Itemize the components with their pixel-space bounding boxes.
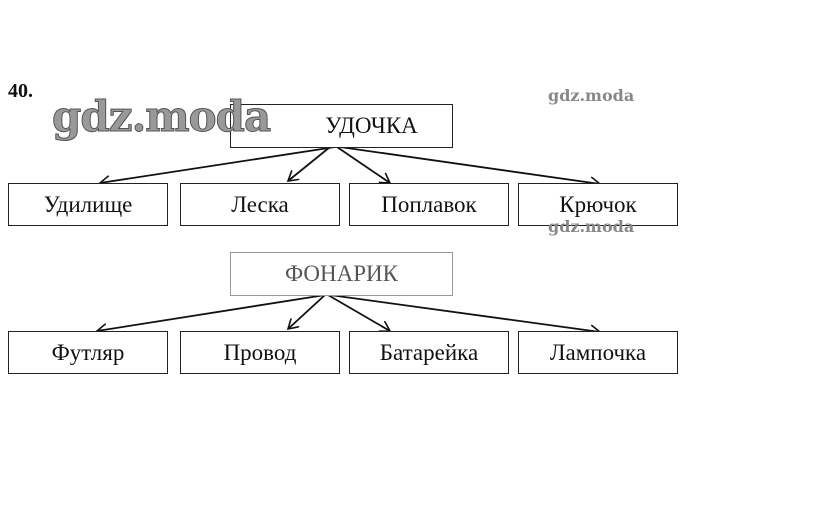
child-box: Лампочка <box>518 331 678 374</box>
arrow <box>329 294 600 332</box>
arrow <box>336 146 390 183</box>
child-box: Крючок <box>518 183 678 226</box>
arrow <box>327 294 390 331</box>
arrow <box>100 146 336 183</box>
watermark: gdz.moda <box>51 92 271 142</box>
arrow <box>288 146 331 181</box>
root-box-fonarik: ФОНАРИК <box>230 252 453 296</box>
watermark: gdz.moda <box>548 217 635 236</box>
child-box: Удилище <box>8 183 168 226</box>
child-box: Провод <box>180 331 340 374</box>
child-box: Леска <box>180 183 340 226</box>
exercise-number: 40. <box>8 80 33 102</box>
arrow <box>339 146 600 184</box>
child-box: Батарейка <box>349 331 509 374</box>
root-label: УДОЧКА <box>325 113 418 138</box>
child-box: Поплавок <box>349 183 509 226</box>
arrow <box>288 294 326 329</box>
arrow <box>97 294 326 331</box>
root-box-udochka: УДОЧКА <box>230 104 453 148</box>
child-box: Футляр <box>8 331 168 374</box>
watermark: gdz.moda <box>548 86 635 105</box>
